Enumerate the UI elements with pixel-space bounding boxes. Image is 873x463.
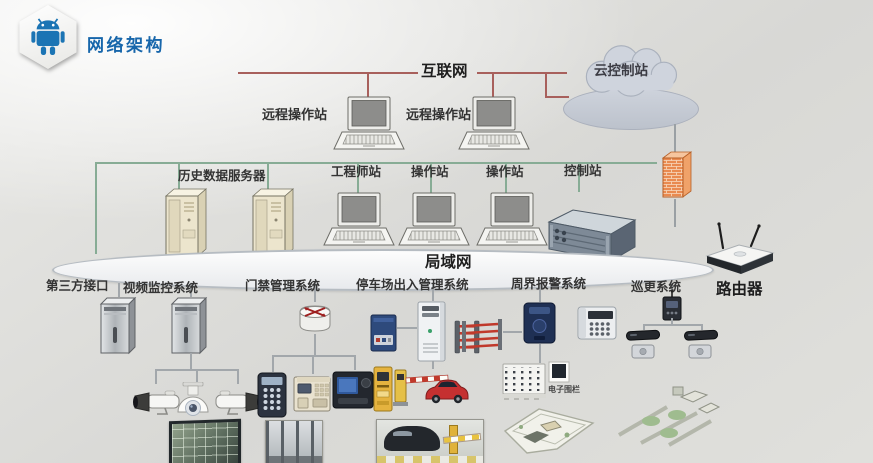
- cloud-station-label: 云控制站: [594, 63, 648, 78]
- connector: [671, 318, 673, 325]
- connector: [367, 72, 369, 98]
- lan-bus-ellipse: [52, 249, 714, 291]
- connector: [545, 72, 547, 98]
- connector: [267, 162, 269, 192]
- site-isometric-drawing: [497, 397, 601, 459]
- bullet-camera-icon: [214, 386, 262, 416]
- car-silhouette: [384, 426, 440, 451]
- remote-station-2-laptop-icon: [458, 96, 530, 154]
- remote-station-1-label: 远程操作站: [262, 107, 328, 122]
- connector: [314, 283, 316, 302]
- video-system-label: 视频监控系统: [123, 281, 199, 295]
- parking-system-label: 停车场出入管理系统: [356, 278, 469, 292]
- operator-station-1-label: 操作站: [411, 165, 449, 179]
- patrol-wand-icon: [684, 328, 718, 342]
- connector: [312, 355, 314, 374]
- connector: [674, 124, 676, 152]
- connector: [354, 355, 356, 370]
- engineer-station-label: 工程师站: [331, 165, 382, 179]
- ir-fence-icon: [460, 316, 504, 356]
- video-doorphone-icon: [332, 370, 374, 410]
- video-server-tower-icon: [166, 297, 212, 355]
- connector: [357, 162, 359, 194]
- patrol-checkpoint-tag-icon: [688, 344, 712, 359]
- connector: [95, 162, 97, 254]
- history-server-label: 历史数据服务器: [178, 169, 266, 183]
- connector: [155, 369, 157, 384]
- connector: [237, 369, 239, 384]
- entrance-doors-photo: [265, 420, 323, 463]
- android-robot-icon: [29, 16, 67, 58]
- connector: [539, 283, 541, 302]
- connector: [196, 369, 198, 382]
- connector: [314, 334, 316, 355]
- engineer-station-laptop-icon: [323, 192, 395, 250]
- connector: [539, 344, 541, 363]
- door-keypad-icon: [257, 372, 287, 418]
- car-gate-photo: [376, 419, 484, 463]
- connector: [671, 283, 673, 290]
- barrier-gate-icon: [393, 369, 449, 406]
- connector: [477, 72, 567, 74]
- patrol-wand-icon: [626, 328, 660, 342]
- cctv-monitor-photo: [169, 418, 241, 463]
- connector: [238, 72, 418, 74]
- connector: [674, 199, 676, 227]
- connector: [578, 162, 580, 192]
- connector: [272, 355, 356, 357]
- access-hub-icon: [298, 302, 332, 336]
- connector: [272, 355, 274, 372]
- site-isometric-drawing: [611, 385, 723, 451]
- router-label: 路由器: [716, 281, 763, 298]
- connector: [190, 283, 192, 297]
- parking-controller-icon: [370, 314, 397, 352]
- efence-label: 电子围栏: [548, 385, 580, 394]
- operator-station-2-label: 操作站: [486, 165, 524, 179]
- alarm-host-icon: [522, 302, 557, 344]
- control-station-label: 控制站: [564, 164, 602, 178]
- efence-module-icon: [548, 361, 570, 383]
- remote-station-2-label: 远程操作站: [406, 107, 472, 122]
- firewall-icon: [659, 151, 693, 201]
- efence-controller-icon: [502, 363, 546, 401]
- connector: [701, 324, 703, 330]
- ticket-cabinet-icon: [416, 301, 448, 363]
- page-title: 网络架构: [87, 36, 165, 55]
- car-icon: [423, 376, 471, 406]
- ticket-machine-icon: [372, 366, 394, 412]
- connector: [545, 96, 569, 98]
- connector: [190, 353, 192, 369]
- connector: [118, 283, 120, 297]
- connector: [432, 361, 434, 369]
- patrol-checkpoint-tag-icon: [631, 344, 655, 359]
- bullet-camera-icon: [133, 386, 181, 416]
- connector: [430, 162, 432, 194]
- third-party-label: 第三方接口: [46, 279, 109, 293]
- connector: [643, 324, 645, 330]
- connector: [178, 162, 180, 192]
- access-system-label: 门禁管理系统: [245, 279, 321, 293]
- internet-bus-label: 互联网: [421, 63, 468, 80]
- connector: [432, 283, 434, 301]
- alarm-keypad-icon: [577, 305, 617, 341]
- connector: [397, 327, 417, 329]
- video-server-tower-icon: [95, 297, 141, 355]
- remote-station-1-laptop-icon: [333, 96, 405, 154]
- operator-station-2-laptop-icon: [476, 192, 548, 250]
- patrol-system-label: 巡更系统: [631, 280, 682, 294]
- dome-camera-icon: [175, 382, 211, 422]
- ground-stripes: [377, 456, 483, 463]
- android-badge: [17, 5, 79, 69]
- perimeter-system-label: 周界报警系统: [511, 277, 587, 291]
- connector: [505, 162, 507, 194]
- connector: [643, 324, 703, 326]
- connector: [492, 72, 494, 98]
- router-icon: [700, 220, 778, 282]
- connector: [95, 162, 657, 164]
- access-panel-icon: [293, 374, 331, 414]
- operator-station-1-laptop-icon: [398, 192, 470, 250]
- connector: [503, 331, 522, 333]
- lan-bus-label: 局域网: [425, 254, 472, 271]
